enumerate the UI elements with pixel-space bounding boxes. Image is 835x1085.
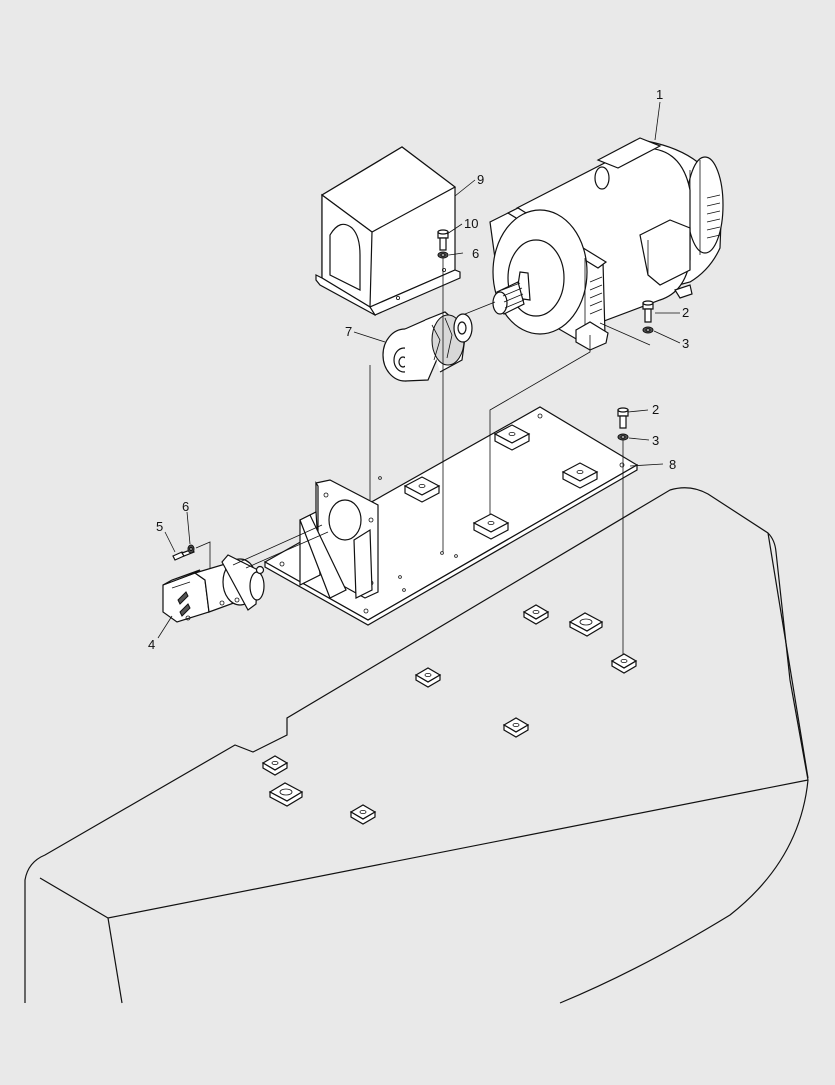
electric-motor — [489, 137, 724, 351]
callout-3: 3 — [682, 336, 689, 351]
motor-foot-screw — [642, 300, 654, 323]
base-pad — [414, 667, 442, 688]
pump-mounting-bracket — [299, 479, 379, 599]
callout-10: 10 — [464, 216, 478, 231]
cover-screw — [437, 229, 449, 251]
coupling-cover — [315, 146, 461, 317]
plate-washer — [617, 433, 629, 441]
base-mounting-pads — [261, 604, 638, 825]
base-pad — [261, 755, 289, 776]
callout-4: 4 — [148, 637, 155, 652]
callout-2: 2 — [652, 402, 659, 417]
plate-pad — [493, 424, 531, 451]
callout-3: 3 — [652, 433, 659, 448]
callout-7: 7 — [345, 324, 352, 339]
motor-foot-washer — [642, 326, 654, 334]
shaft-coupling — [382, 311, 473, 382]
plate-pad — [403, 476, 441, 503]
callout-9: 9 — [477, 172, 484, 187]
leader-lines — [157, 101, 681, 639]
callout-8: 8 — [669, 457, 676, 472]
base-pad — [268, 782, 304, 807]
plate-pad — [472, 513, 510, 540]
plate-pad — [561, 462, 599, 489]
base-pad — [349, 804, 377, 825]
base-frame-body — [24, 487, 809, 1004]
cover-washer — [437, 251, 449, 259]
assembly-lines — [232, 258, 651, 655]
callout-2: 2 — [682, 305, 689, 320]
pump-washer — [187, 544, 195, 554]
plate-screw — [617, 407, 629, 429]
callout-labels: 1 2 3 2 3 4 5 6 6 7 8 9 10 — [148, 87, 689, 652]
hydraulic-pump — [162, 554, 265, 623]
base-pad — [568, 612, 604, 637]
base-pad — [502, 717, 530, 738]
callout-6: 6 — [472, 246, 479, 261]
base-pad — [610, 653, 638, 674]
callout-6: 6 — [182, 499, 189, 514]
base-pad — [522, 604, 550, 625]
callout-5: 5 — [156, 519, 163, 534]
callout-1: 1 — [656, 87, 663, 102]
